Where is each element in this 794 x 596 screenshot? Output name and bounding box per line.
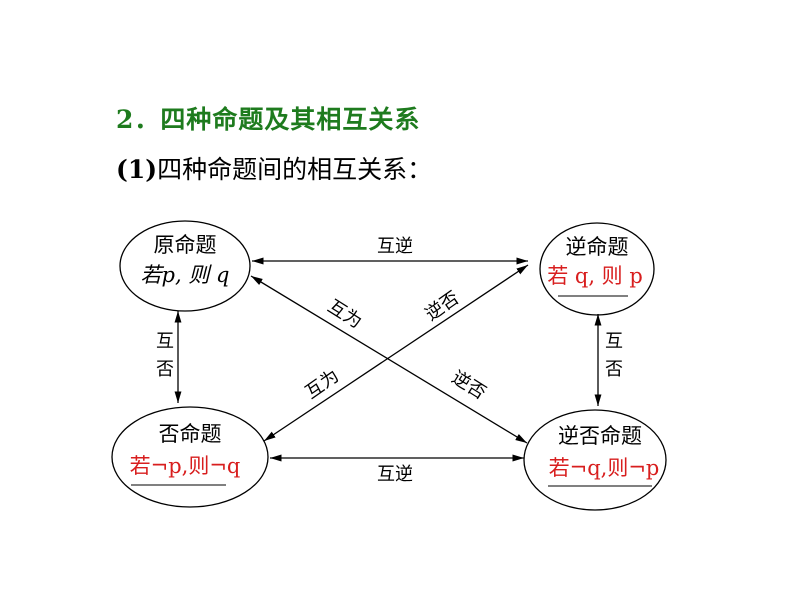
label-diag-contra-1: 逆否: [422, 287, 464, 325]
label-top-converse: 互逆: [377, 236, 413, 257]
label-right-1: 互: [605, 331, 623, 352]
label-diag-mutual-1: 互为: [324, 296, 366, 333]
inverse-form: 若¬p,则¬q: [130, 454, 241, 478]
node-original: [119, 220, 251, 312]
subheading-number: (1): [116, 155, 158, 184]
label-right-2: 否: [605, 359, 623, 380]
label-left-1: 互: [156, 331, 174, 352]
subheading-text: 四种命题间的相互关系：: [157, 155, 433, 184]
original-form: 若p, 则 q: [141, 263, 230, 287]
arrow-diag-down: [250, 275, 528, 444]
inverse-title: 否命题: [159, 422, 222, 446]
section-heading: 2．四种命题及其相互关系: [116, 105, 421, 134]
converse-form: 若 q, 则 p: [547, 264, 643, 288]
label-bottom-converse: 互逆: [377, 464, 413, 485]
label-left-2: 否: [156, 359, 174, 380]
label-diag-mutual-2: 互为: [302, 365, 344, 403]
contrapositive-form: 若¬q,则¬p: [549, 456, 660, 480]
contrapositive-title: 逆否命题: [558, 424, 642, 448]
arrow-diag-up: [263, 264, 529, 442]
node-inverse: [111, 406, 269, 508]
original-title: 原命题: [154, 233, 217, 257]
node-contrapositive: [523, 409, 667, 511]
converse-title: 逆命题: [566, 235, 629, 259]
subheading: (1)四种命题间的相互关系：: [116, 150, 432, 186]
